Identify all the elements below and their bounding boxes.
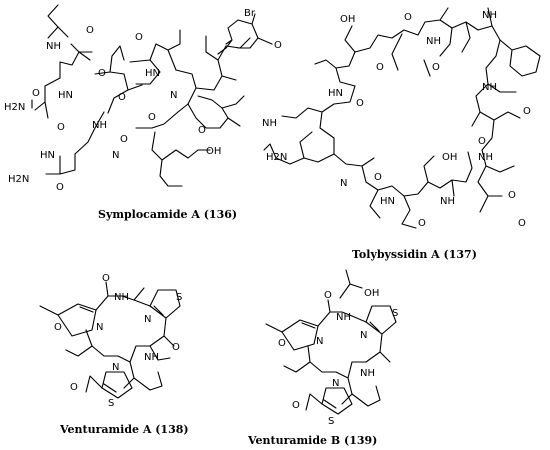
atom-label: O [102, 273, 110, 284]
atom-label: O [274, 40, 282, 51]
bonds-symplocamide-a [31, 4, 273, 187]
atom-label: O [518, 218, 526, 229]
structure-venturamide-a: O NH S O N N NH N S O O Venturamide A (1… [39, 273, 189, 436]
atom-label: Br [244, 8, 256, 19]
atom-label: O [86, 25, 94, 36]
atom-label: S [392, 308, 398, 319]
atoms-tolybyssidin-a: OH O NH O NH HN O H2N NH O NH OH O N O H… [262, 10, 531, 229]
atom-label: O [120, 134, 128, 145]
atom-label: O [508, 190, 516, 201]
atoms-venturamide-a: O NH S O N N NH N S O O [54, 273, 182, 409]
atom-label: S [108, 398, 114, 409]
atom-label: OH [364, 288, 379, 299]
bonds-tolybyssidin-a [263, 7, 541, 229]
atom-label: N [340, 178, 347, 189]
atom-label: O [478, 136, 486, 147]
structure-symplocamide-a: Br NH O H2N HN O O O HN O O N O NH O H2N… [4, 4, 282, 221]
atom-label: H2N [4, 102, 25, 113]
atom-label: O [135, 32, 143, 43]
atom-label: N [112, 362, 119, 373]
atom-label: O [148, 112, 156, 123]
atom-label: NH [482, 10, 497, 21]
atom-label: HN [145, 68, 160, 79]
bonds-venturamide-b [265, 269, 397, 415]
atom-label: NH [92, 120, 107, 131]
atom-label: O [56, 182, 64, 193]
atom-label: OH [206, 146, 221, 157]
atom-label: HN [380, 196, 395, 207]
atom-label: NH [360, 368, 375, 379]
caption-venturamide-b: Venturamide B (139) [247, 434, 377, 447]
atom-label: NH [426, 36, 441, 47]
atom-label: NH [144, 352, 159, 363]
atom-label: NH [262, 118, 277, 129]
atom-label: N [360, 330, 367, 341]
atom-label: OH [340, 14, 355, 25]
caption-symplocamide-a: Symplocamide A (136) [98, 208, 237, 221]
atom-label: N [96, 322, 103, 333]
atom-label: O [70, 382, 78, 393]
structure-venturamide-b: OH O NH S O N N NH N S O Venturamide B (… [247, 269, 398, 447]
atom-label: O [118, 92, 126, 103]
atom-label: NH [478, 152, 493, 163]
atom-label: S [328, 416, 334, 427]
atom-label: O [198, 125, 206, 136]
atom-label: N [170, 90, 177, 101]
atom-label: O [54, 322, 62, 333]
atom-label: NH [482, 82, 497, 93]
atom-label: O [418, 218, 426, 229]
atom-label: NH [336, 312, 351, 323]
atom-label: N [112, 150, 119, 161]
atom-label: O [404, 12, 412, 23]
atom-label: S [176, 292, 182, 303]
atom-label: O [172, 342, 180, 353]
atom-label: O [278, 338, 286, 349]
atom-label: O [432, 62, 440, 73]
caption-tolybyssidin-a: Tolybyssidin A (137) [352, 248, 477, 261]
atom-label: O [374, 172, 382, 183]
atoms-symplocamide-a: Br NH O H2N HN O O O HN O O N O NH O H2N… [4, 8, 282, 193]
atoms-venturamide-b: OH O NH S O N N NH N S O [278, 288, 398, 427]
atom-label: O [57, 122, 65, 133]
atom-label: N [332, 378, 339, 389]
atom-label: O [292, 400, 300, 411]
atom-label: N [144, 314, 151, 325]
atom-label: O [376, 62, 384, 73]
atom-label: H2N [266, 152, 287, 163]
atom-label: NH [440, 196, 455, 207]
atom-label: HN [40, 150, 55, 161]
structure-tolybyssidin-a: OH O NH O NH HN O H2N NH O NH OH O N O H… [262, 7, 541, 261]
atom-label: OH [442, 152, 457, 163]
atom-label: H2N [8, 174, 29, 185]
atom-label: HN [58, 90, 73, 101]
atom-label: O [324, 290, 332, 301]
bonds-venturamide-a [39, 281, 181, 399]
atom-label: O [98, 68, 106, 79]
atom-label: NH [114, 292, 129, 303]
atom-label: O [523, 106, 531, 117]
atom-label: N [316, 336, 323, 347]
atom-label: NH [46, 41, 61, 52]
atom-label: O [356, 98, 364, 109]
caption-venturamide-a: Venturamide A (138) [59, 423, 189, 436]
atom-label: O [32, 88, 40, 99]
atom-label: HN [328, 88, 343, 99]
